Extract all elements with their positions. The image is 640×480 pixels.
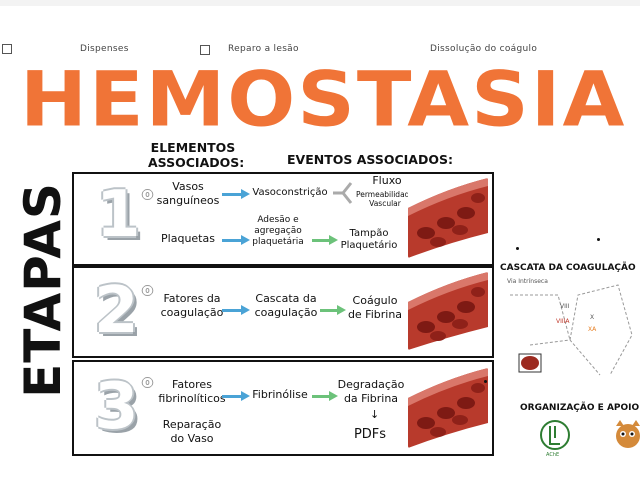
header-elementos: ELEMENTOS ASSOCIADOS: [148,140,238,170]
stage-3-element-2: Reparação do Vaso [152,418,232,446]
stage-2-number: 2 [94,276,139,346]
blood-vessel-image [408,178,488,258]
top-strip [0,0,640,6]
arrow-right-icon [222,191,250,197]
top-item-label-1: Dispenses [80,44,129,54]
page-title: HEMOSTASIA [20,58,560,142]
stage-3-number: 3 [94,372,139,442]
checkbox-icon [200,45,210,55]
stage-1-result-2: Tampão Plaquetário [338,228,400,252]
cascade-label-5: XA [588,326,596,333]
dot-decoration [597,238,600,241]
stage-1-element-2: Plaquetas [148,232,228,246]
arrow-right-icon [222,393,250,399]
stage-1-number: 1 [96,180,141,250]
mascot-icon [610,418,640,458]
checkbox-icon [2,44,12,54]
cascade-label-1: Via Intrínseca [507,278,548,285]
arrow-right-icon [312,237,338,243]
blood-vessel-image [408,272,488,350]
top-item-label-3: Dissolução do coágulo [430,44,537,54]
stage-1-event-1: Vasoconstrição [250,186,330,200]
cascade-label-4: X [590,314,594,321]
cascade-label-2: VIII [560,303,569,310]
stage-2-result: Coágulo de Fibrina [344,294,406,322]
header-eventos: EVENTOS ASSOCIADOS: [270,152,470,167]
dot-decoration [484,380,487,383]
stage-1-event-2: Adesão e agregação plaquetária [246,215,310,248]
stage-3-event: Fibrinólise [250,388,310,402]
support-title: ORGANIZAÇÃO E APOIO: [520,403,640,413]
down-arrow-icon: ↓ [370,408,379,421]
side-label-etapas: ETAPAS [20,195,66,385]
ache-logo-text: AChE [546,452,559,458]
stage-1-element-1: Vasos sanguíneos [148,180,228,208]
blood-vessel-image [408,368,488,448]
side-label-text: ETAPAS [14,182,72,398]
cascade-label-3: VIIIA [556,318,570,325]
cascade-title: CASCATA DA COAGULAÇÃO [500,263,636,273]
top-item-label-2: Reparo a lesão [228,44,299,54]
stage-2-element: Fatores da coagulação [152,292,232,320]
stage-3-element-1: Fatores fibrinolíticos [152,378,232,406]
stage-3-result: Degradação da Fibrina [334,378,408,406]
stage-3-pdfs: PDFs [340,428,400,442]
stage-1-result-1: Fluxo [362,174,412,188]
arrow-right-icon [320,307,346,313]
cascade-diagram [500,275,638,383]
dot-decoration [516,247,519,250]
stage-2-event: Cascata da coagulação [246,292,326,320]
